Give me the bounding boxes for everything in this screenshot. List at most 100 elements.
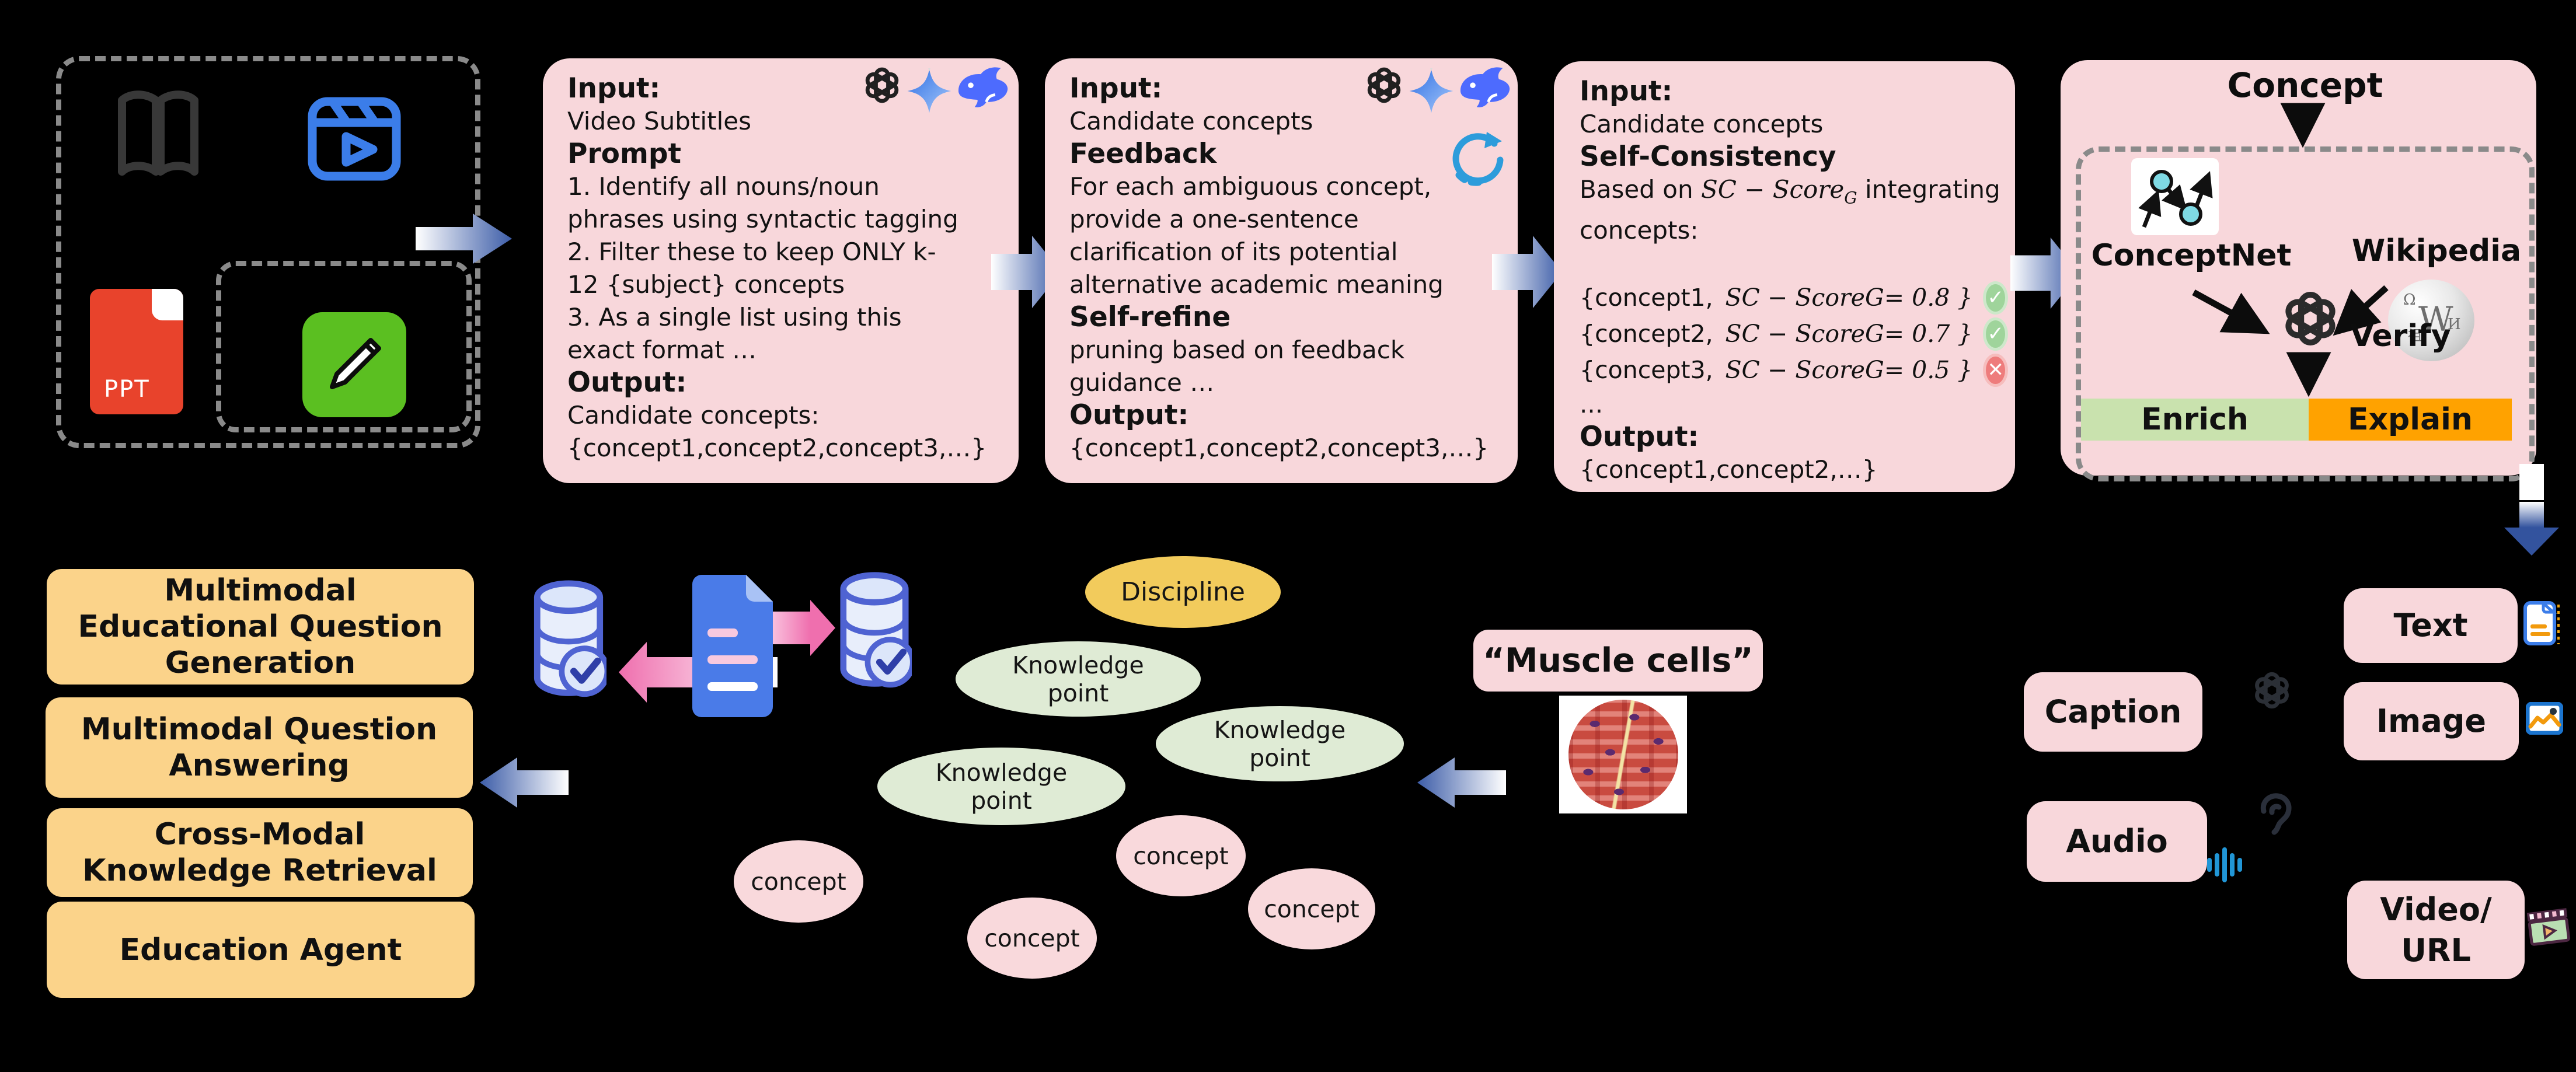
ppt-label: PPT bbox=[104, 376, 150, 403]
stage1-line: Video Subtitles bbox=[567, 107, 751, 135]
graph-node-concept: concept bbox=[1116, 815, 1246, 896]
text-doc-icon bbox=[2523, 601, 2560, 645]
arrow-retrieval-to-graph bbox=[1417, 757, 1506, 808]
arrow-verify-down bbox=[2504, 502, 2559, 556]
concept-title: Concept bbox=[2227, 65, 2383, 105]
caption-box: Caption bbox=[2024, 672, 2202, 752]
task-box-question-answering: Multimodal Question Answering bbox=[46, 697, 473, 798]
task-box-education-agent: Education Agent bbox=[47, 902, 475, 998]
video-player-icon bbox=[308, 97, 401, 181]
pencil-icon bbox=[302, 312, 406, 417]
stage2-line: guidance … bbox=[1069, 368, 1215, 397]
stage2-line: provide a one-sentence bbox=[1069, 205, 1359, 233]
video-url-box: Video/URL bbox=[2347, 881, 2525, 979]
wikipedia-label: Wikipedia bbox=[2351, 233, 2522, 268]
stage3-based-line: Based on SC − ScoreG integrating bbox=[1580, 175, 2000, 208]
graph-node-discipline: Discipline bbox=[1085, 556, 1281, 628]
waveform-icon bbox=[2207, 847, 2242, 882]
stage1-line: Prompt bbox=[567, 138, 681, 170]
stage3-panel: Input: Candidate concepts Self-Consisten… bbox=[1554, 61, 2015, 492]
image-icon bbox=[2526, 702, 2563, 735]
stage1-line: 1. Identify all nouns/noun bbox=[567, 172, 880, 201]
stage2-line: pruning based on feedback bbox=[1069, 336, 1405, 364]
gpt-icon bbox=[1361, 62, 1407, 108]
arrow-doc-to-rightdb bbox=[768, 600, 835, 656]
clapper-icon bbox=[2526, 908, 2571, 946]
source-inner-box bbox=[216, 261, 472, 432]
stage2-line: clarification of its potential bbox=[1069, 238, 1398, 266]
conceptnet-label: ConceptNet bbox=[2091, 238, 2292, 273]
gpt-icon bbox=[2276, 282, 2345, 355]
stage2-line: Input: bbox=[1069, 72, 1163, 104]
deepseek-icon bbox=[952, 64, 1014, 111]
verify-dashed-box bbox=[2076, 146, 2535, 481]
graph-node-concept: concept bbox=[1248, 868, 1375, 949]
graph-node-concept: concept bbox=[967, 898, 1097, 979]
ear-icon bbox=[2260, 793, 2292, 835]
muscle-tissue-image bbox=[1559, 696, 1687, 813]
stage2-line: {concept1,concept2,concept3,…} bbox=[1069, 434, 1489, 462]
stage1-line: exact format … bbox=[567, 336, 757, 364]
stage2-line: Self-refine bbox=[1069, 301, 1231, 333]
deepseek-icon bbox=[1454, 64, 1516, 111]
arrow-graph-to-tasks bbox=[480, 757, 569, 808]
database-check-icon bbox=[534, 580, 606, 697]
stage1-line: 2. Filter these to keep ONLY k- bbox=[567, 238, 936, 266]
graph-node-concept: concept bbox=[734, 840, 863, 923]
document-icon bbox=[692, 575, 773, 717]
text-box: Text bbox=[2344, 588, 2518, 663]
stage3-line: Input: bbox=[1580, 75, 1673, 107]
stage2-line: Candidate concepts bbox=[1069, 107, 1313, 135]
arrow-source-to-stage1 bbox=[416, 214, 512, 264]
audio-box: Audio bbox=[2027, 801, 2207, 882]
query-label: “Muscle cells” bbox=[1473, 630, 1763, 692]
stage2-line: For each ambiguous concept, bbox=[1069, 172, 1432, 201]
graph-node-knowledge-point: Knowledge point bbox=[1156, 706, 1404, 781]
cross-icon: ✕ bbox=[1983, 353, 2008, 387]
task-box-question-generation: Multimodal Educational Question Generati… bbox=[47, 569, 474, 685]
ppt-file-icon: PPT bbox=[90, 289, 183, 414]
graph-node-knowledge-point: Knowledge point bbox=[956, 641, 1201, 717]
stage1-line: phrases using syntactic tagging bbox=[567, 205, 958, 233]
arrow-stage1-to-stage2 bbox=[991, 236, 1061, 308]
stage3-ellipsis: ... bbox=[1580, 390, 1604, 419]
check-icon: ✓ bbox=[1983, 317, 2008, 351]
graph-node-knowledge-point: Knowledge point bbox=[877, 748, 1125, 825]
book-icon bbox=[118, 90, 198, 176]
stage3-line: Self-Consistency bbox=[1580, 141, 1836, 173]
check-icon: ✓ bbox=[1983, 281, 2008, 315]
enrich-bar: Enrich bbox=[2081, 399, 2309, 441]
image-box: Image bbox=[2344, 682, 2519, 760]
gemini-icon bbox=[907, 68, 951, 113]
explain-bar: Explain bbox=[2309, 399, 2512, 441]
verify-flow-arrows bbox=[2192, 103, 2389, 397]
gemini-icon bbox=[1409, 68, 1453, 113]
stage2-line: Feedback bbox=[1069, 138, 1217, 170]
stage1-line: Candidate concepts: bbox=[567, 401, 820, 430]
connector-stub bbox=[2519, 464, 2544, 500]
stage2-line: Output: bbox=[1069, 399, 1189, 431]
stage1-line: Input: bbox=[567, 72, 661, 104]
database-check-icon bbox=[840, 572, 912, 688]
stage3-line: Candidate concepts bbox=[1580, 110, 1824, 138]
stage1-panel: Input: Video Subtitles Prompt 1. Identif… bbox=[543, 58, 1019, 483]
stage2-line: alternative academic meaning bbox=[1069, 270, 1444, 299]
stage1-line: {concept1,concept2,concept3,…} bbox=[567, 434, 987, 462]
stage3-output-label: Output: bbox=[1580, 421, 1699, 453]
conceptnet-icon bbox=[2131, 158, 2219, 235]
gpt-icon bbox=[859, 62, 905, 108]
stage3-output-value: {concept1,concept2,…} bbox=[1580, 455, 1878, 484]
ppt-fold bbox=[152, 289, 183, 320]
stage3-based-line2: concepts: bbox=[1580, 216, 1699, 245]
arrow-stage2-to-stage3 bbox=[1492, 236, 1562, 308]
stage1-line: 3. As a single list using this bbox=[567, 303, 902, 331]
stage1-line: 12 {subject} concepts bbox=[567, 270, 845, 299]
stage2-panel: Input: Candidate concepts Feedback For e… bbox=[1045, 58, 1518, 483]
verify-label: Verify bbox=[2350, 319, 2451, 354]
wikipedia-icon: W Ω И 祖 bbox=[2388, 280, 2474, 361]
gpt-icon bbox=[2249, 665, 2295, 715]
